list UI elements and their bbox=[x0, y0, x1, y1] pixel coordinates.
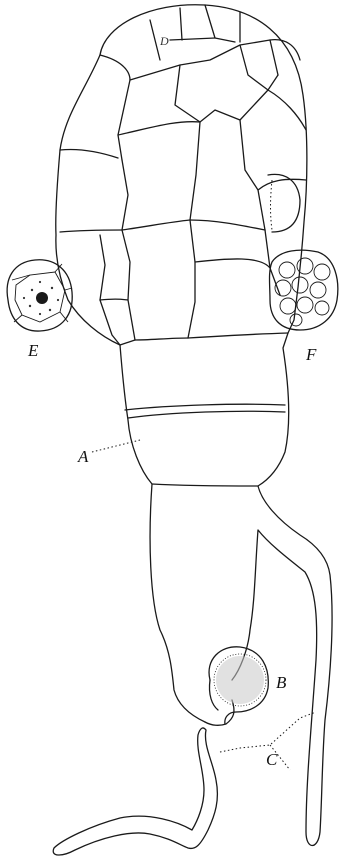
label-e: E bbox=[27, 341, 39, 360]
cell-f bbox=[270, 250, 338, 330]
cell-e bbox=[7, 260, 72, 331]
label-b: B bbox=[276, 673, 287, 692]
body-b bbox=[209, 647, 268, 724]
bulge-boundary bbox=[271, 180, 273, 230]
prothallium-outline-left bbox=[56, 55, 205, 722]
root-hair-c bbox=[53, 728, 217, 855]
right-bulge bbox=[268, 174, 300, 232]
leader-c bbox=[220, 712, 316, 752]
label-c: C bbox=[266, 750, 278, 769]
label-f: F bbox=[305, 345, 317, 364]
label-a: A bbox=[77, 447, 89, 466]
label-top: D bbox=[159, 34, 169, 48]
cell-walls bbox=[60, 5, 306, 486]
